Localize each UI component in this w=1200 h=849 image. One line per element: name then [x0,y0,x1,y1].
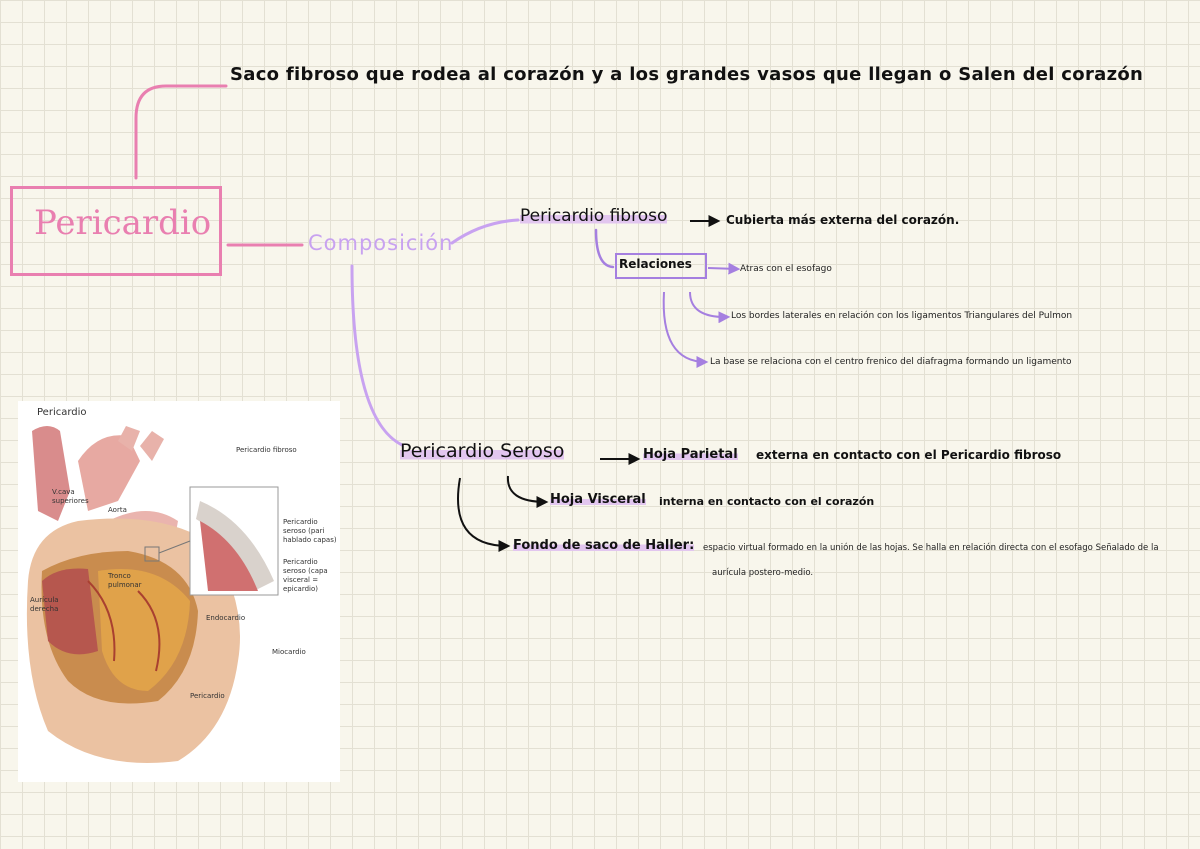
label-parietal: Pericardio seroso (pari hablado capas) [283,518,337,545]
label-auricula: Aurícula derecha [30,596,59,614]
inset-source-marker [144,546,160,562]
arrow-relacion-1 [707,262,741,275]
hoja-parietal-description: externa en contacto con el Pericardio fi… [756,448,1062,462]
aorta-shape [78,435,140,511]
arrow-relacion-2 [689,291,731,324]
coronary-vessel [87,580,116,662]
aorta-branch-2 [140,431,164,461]
arrow-relacion-3 [662,291,709,368]
hoja-visceral-label: Hoja Visceral [550,492,646,507]
label-miocardio: Miocardio [272,648,306,656]
label-endocardio: Endocardio [206,614,246,622]
line-title-to-definition [134,84,228,180]
label-tronco: Tronco pulmonar [108,572,142,590]
relacion-item: Los bordes laterales en relación con los… [731,311,1073,321]
title-box [10,186,222,276]
line-composicion-to-seroso [350,264,404,447]
line-composicion-to-fibroso [450,218,520,245]
figure-title: Pericardio [37,407,87,418]
atrium-shape [42,568,98,655]
ventricle-shape [98,569,190,691]
label-visceral: Pericardio seroso (capa visceral = epica… [283,558,328,594]
pericardio-definition: Saco fibroso que rodea al corazón y a lo… [230,64,1144,85]
page-title: Pericardio [34,203,212,243]
label-vcava: V.cava superiores [52,488,89,506]
line-fibroso-to-relaciones [594,228,615,269]
seroso-label: Pericardio Seroso [400,440,565,462]
coronary-vessel [137,590,161,672]
fondo-haller-label: Fondo de saco de Haller: [513,538,695,553]
arrow-seroso-visceral [506,475,549,508]
fibroso-label: Pericardio fibroso [520,206,668,226]
heart-drawing [26,426,279,763]
inset-layer-outer [196,501,274,591]
hoja-parietal-label: Hoja Parietal [643,447,738,462]
fondo-haller-description-cont: aurícula postero-medio. [712,568,814,578]
arrow-seroso-haller [457,477,511,552]
inset-pointer [158,540,191,554]
aorta-branch-1 [118,426,140,451]
relaciones-box [615,253,707,279]
relaciones-label: Relaciones [619,257,692,271]
label-pericardio: Pericardio [190,692,225,700]
label-aorta: Aorta [108,506,127,514]
inset-layer-muscle [200,521,258,591]
vena-cava-shape [32,426,70,521]
fondo-haller-description: espacio virtual formado en la unión de l… [703,543,1159,553]
hoja-visceral-description: interna en contacto con el corazón [659,495,875,508]
label-pericardio-fibroso: Pericardio fibroso [236,446,297,454]
composicion-label: Composición [308,231,454,255]
fibroso-description: Cubierta más externa del corazón. [726,213,960,227]
relacion-item: Atras con el esofago [740,264,832,274]
relacion-item: La base se relaciona con el centro freni… [710,357,1072,367]
